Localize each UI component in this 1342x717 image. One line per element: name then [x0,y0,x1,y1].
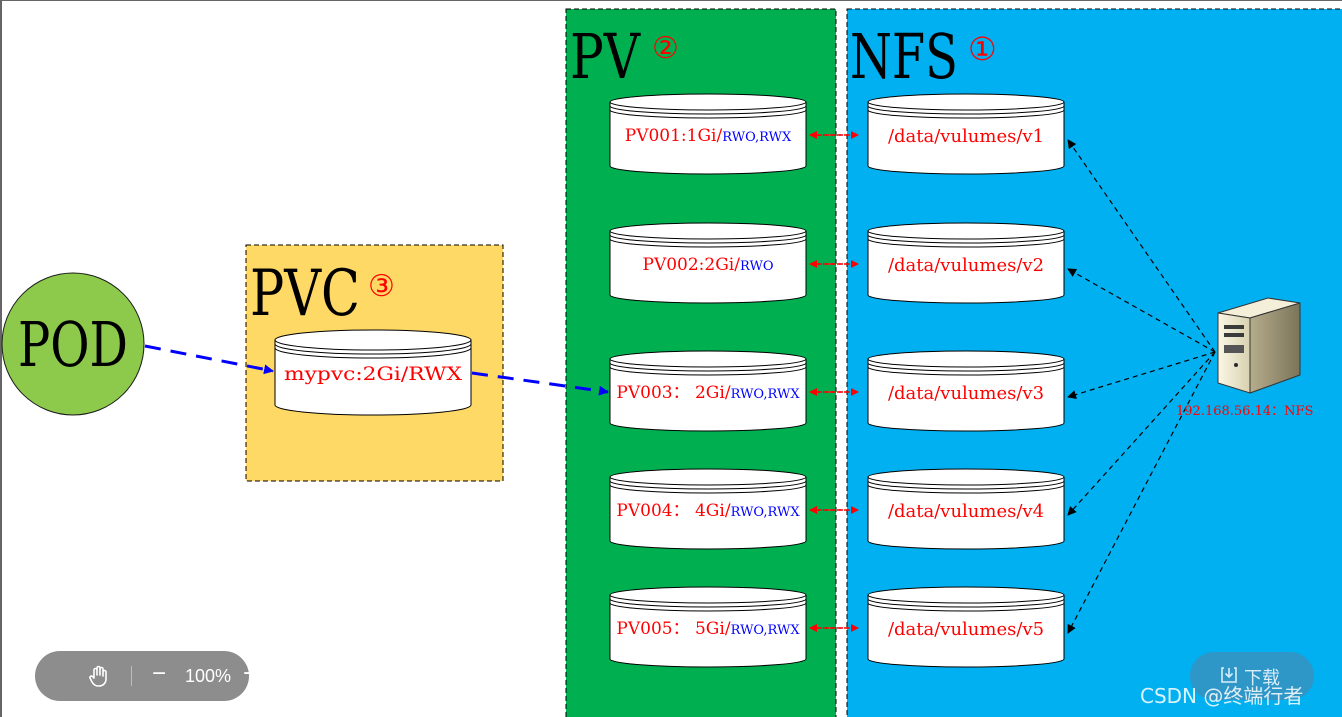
pv-nfs-links [809,131,859,632]
zoom-out-button[interactable]: − [152,660,167,687]
pv-volume-capacity: PV003： 2Gi/ [616,383,730,403]
pv-volume-label: PV004： 4Gi/RWO,RWX [616,501,800,521]
pvc-claim-cylinder: mypvc:2Gi/RWX [274,329,472,416]
download-button[interactable]: 下载 [1190,652,1314,700]
pv-volume-access-modes: RWO,RWX [722,130,792,145]
pv-volume-label: PV003： 2Gi/RWO,RWX [616,383,800,403]
download-icon [1220,666,1238,684]
server-to-export-arrow [1067,351,1216,399]
nfs-export-4: /data/vulumes/v4 [867,468,1065,550]
pv-badge: ② [652,31,679,66]
server-to-export-arrow [1067,139,1216,353]
pv-volume-label: PV001:1Gi/RWO,RWX [625,126,792,146]
pvc-claim-label: mypvc:2Gi/RWX [284,363,463,385]
zoom-in-button[interactable]: + [243,658,259,688]
pv-volume-4: PV004： 4Gi/RWO,RWX [609,468,807,550]
pv-volume-list: PV001:1Gi/RWO,RWX PV002:2Gi/RWO PV003： 2Gi… [609,93,807,668]
watermark: CSDN @终端行者 [1140,684,1304,708]
nfs-badge: ① [968,30,997,68]
nfs-export-path: /data/vulumes/v2 [888,255,1044,276]
pod-to-pvc-arrow [144,344,274,375]
pv-volume-1: PV001:1Gi/RWO,RWX [609,93,807,175]
download-label: 下载 [1244,668,1280,689]
pv-volume-access-modes: RWO,RWX [731,623,801,638]
pv-volume-3: PV003： 2Gi/RWO,RWX [609,350,807,432]
pv-volume-label: PV005： 5Gi/RWO,RWX [616,619,800,639]
nfs-export-path: /data/vulumes/v1 [888,126,1044,147]
server-to-export-arrow [1067,351,1216,634]
pv-volume-capacity: PV001:1Gi/ [625,126,723,146]
nfs-export-path: /data/vulumes/v5 [888,619,1044,640]
pv-volume-2: PV002:2Gi/RWO [609,222,807,304]
nfs-export-2: /data/vulumes/v2 [867,222,1065,304]
pvc-title: PVC [250,257,360,331]
nfs-export-list: /data/vulumes/v1/data/vulumes/v2/data/vu… [867,93,1065,668]
pv-volume-capacity: PV005： 5Gi/ [616,619,730,639]
pod-node [1,272,145,416]
pv-volume-capacity: PV004： 4Gi/ [616,501,730,521]
pv-volume-capacity: PV002:2Gi/ [643,255,741,275]
pv-volume-access-modes: RWO,RWX [731,387,801,402]
pvc-badge: ③ [368,269,395,304]
server-to-export-arrow [1067,351,1216,516]
zoom-level: 100% [185,666,232,686]
pv-volume-access-modes: RWO,RWX [731,505,801,520]
pv-volume-access-modes: RWO [740,259,774,274]
pvc-to-pv003-arrow [471,371,609,396]
pv-volume-5: PV005： 5Gi/RWO,RWX [609,586,807,668]
nfs-export-1: /data/vulumes/v1 [867,93,1065,175]
nfs-export-5: /data/vulumes/v5 [867,586,1065,668]
nfs-export-path: /data/vulumes/v4 [888,501,1044,522]
zoom-toolbar: − 100% + [35,651,258,701]
pod-label: POD [18,308,128,381]
nfs-server-icon [1217,297,1301,394]
hand-tool-icon[interactable] [87,664,111,688]
nfs-export-path: /data/vulumes/v3 [888,383,1044,404]
server-export-links [1067,139,1216,634]
nfs-server-label: 192.168.56.14：NFS [1176,404,1313,419]
nfs-export-3: /data/vulumes/v3 [867,350,1065,432]
pv-volume-label: PV002:2Gi/RWO [643,255,774,275]
toolbar-divider [131,666,132,686]
pv-title: PV [570,20,641,93]
server-to-export-arrow [1067,268,1216,353]
nfs-title: NFS [850,20,958,93]
